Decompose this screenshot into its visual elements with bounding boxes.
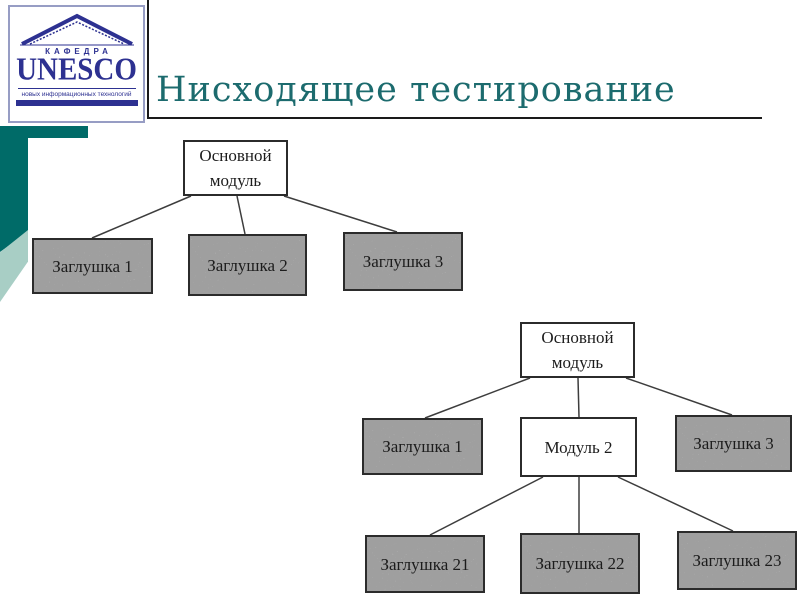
d2-stub22-box: Заглушка 22 [520, 533, 640, 594]
logo-bottom-bar [15, 100, 138, 106]
pediment-icon [19, 13, 134, 46]
d2-stub1-label: Заглушка 1 [382, 437, 463, 456]
d1-stub1-label: Заглушка 1 [52, 256, 133, 276]
decor-teal-vertical-bar [0, 126, 28, 252]
d2-stub23-box: Заглушка 23 [677, 531, 797, 590]
unesco-kafedra-logo: КАФЕДРА UNESCO новых информационных техн… [8, 5, 145, 123]
d2-stub21-box: Заглушка 21 [365, 535, 485, 593]
d2-stub21-label: Заглушка 21 [380, 554, 470, 574]
d2-stub22-label: Заглушка 22 [535, 554, 625, 573]
d1-stub3-box: Заглушка 3 [343, 232, 463, 291]
d1-stub1-box: Заглушка 1 [32, 238, 153, 294]
d2-stub1-box: Заглушка 1 [362, 418, 483, 475]
d1-stub2-label: Заглушка 2 [207, 255, 288, 275]
d2-root-box: Основной модуль [520, 322, 635, 378]
d2-root-label: Основной модуль [541, 328, 614, 372]
header-vertical-rule [147, 0, 149, 119]
logo-unesco-text: UNESCO [16, 52, 137, 88]
logo-subtitle-text: новых информационных технологий [21, 91, 132, 98]
d1-stub2-box: Заглушка 2 [188, 234, 307, 296]
d1-root-label: Основной модуль [199, 146, 272, 190]
d1-stub3-label: Заглушка 3 [362, 252, 444, 271]
d2-stub3-label: Заглушка 3 [693, 434, 774, 453]
d2-stub3-box: Заглушка 3 [675, 415, 792, 472]
logo-hairline [17, 88, 136, 89]
d2-module2-label: Модуль 2 [544, 437, 613, 457]
header-horizontal-rule [147, 117, 762, 119]
d2-stub23-label: Заглушка 23 [692, 551, 782, 570]
d1-root-box: Основной модуль [183, 140, 288, 196]
page-title: Нисходящее тестирование [156, 70, 676, 110]
logo-kafedra-text: КАФЕДРА [45, 47, 112, 56]
d2-module2-box: Модуль 2 [520, 417, 637, 477]
